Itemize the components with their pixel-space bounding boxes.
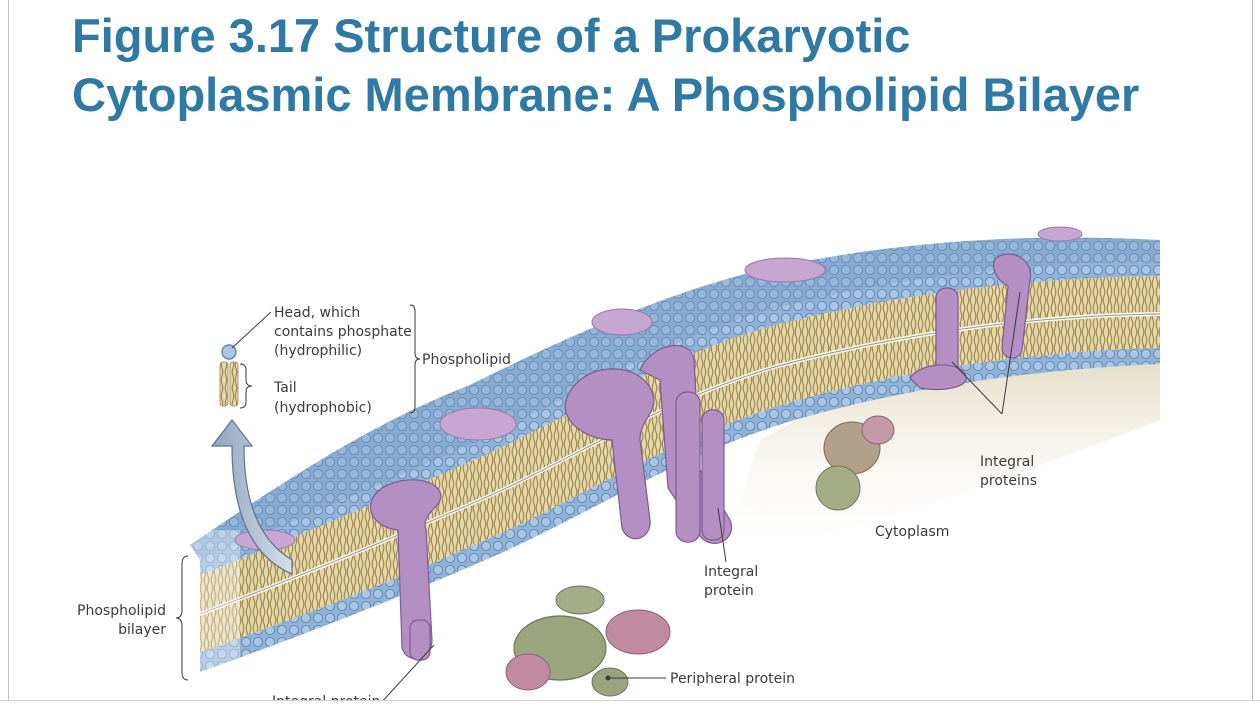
label-head-line1: Head, which (274, 305, 360, 321)
slide-frame-left (8, 0, 9, 712)
slide-title-line2: Cytoplasmic Membrane: A Phospholipid Bil… (72, 68, 1140, 121)
membrane-top-surface (190, 237, 1160, 560)
label-peripheral-protein: Peripheral protein (670, 671, 795, 687)
membrane-top-haze (190, 237, 1160, 560)
peripheral-protein-cluster (505, 585, 671, 697)
label-tail-line2: (hydrophobic) (274, 400, 372, 416)
label-tail-line1: Tail (273, 380, 297, 396)
label-bilayer-line2: bilayer (118, 622, 166, 638)
surface-proteins-top (234, 226, 1083, 551)
phospholipid-detail (219, 344, 239, 407)
label-integral-protein-center-line1: Integral (704, 564, 758, 580)
integral-protein-center (564, 344, 733, 545)
label-phospholipid: Phospholipid (422, 352, 511, 368)
label-integral-proteins-right-line2: proteins (980, 473, 1037, 489)
slide-title-line1: Figure 3.17 Structure of a Prokaryotic (72, 9, 911, 62)
label-integral-protein-center-line2: protein (704, 583, 754, 599)
bilayer-outer-tails (200, 276, 1160, 612)
slide-frame-right (1252, 0, 1253, 712)
label-cytoplasm: Cytoplasm (875, 524, 949, 540)
label-head-line3: (hydrophilic) (274, 343, 362, 359)
bilayer-inner-tails (200, 316, 1160, 652)
label-integral-proteins-right-line1: Integral (980, 454, 1034, 470)
detail-arrow (210, 419, 293, 575)
slide-title: Figure 3.17 Structure of a Prokaryotic C… (72, 6, 1232, 124)
integral-protein-left (370, 479, 442, 661)
leader-lines (175, 291, 1021, 705)
integral-proteins-right (909, 253, 1031, 391)
label-bilayer-line1: Phospholipid (77, 603, 166, 619)
slide-bottom-edge (0, 700, 1260, 713)
label-head-line2: contains phosphate (274, 324, 412, 340)
membrane-left-fade (180, 530, 240, 690)
peripheral-protein-right (815, 415, 895, 511)
